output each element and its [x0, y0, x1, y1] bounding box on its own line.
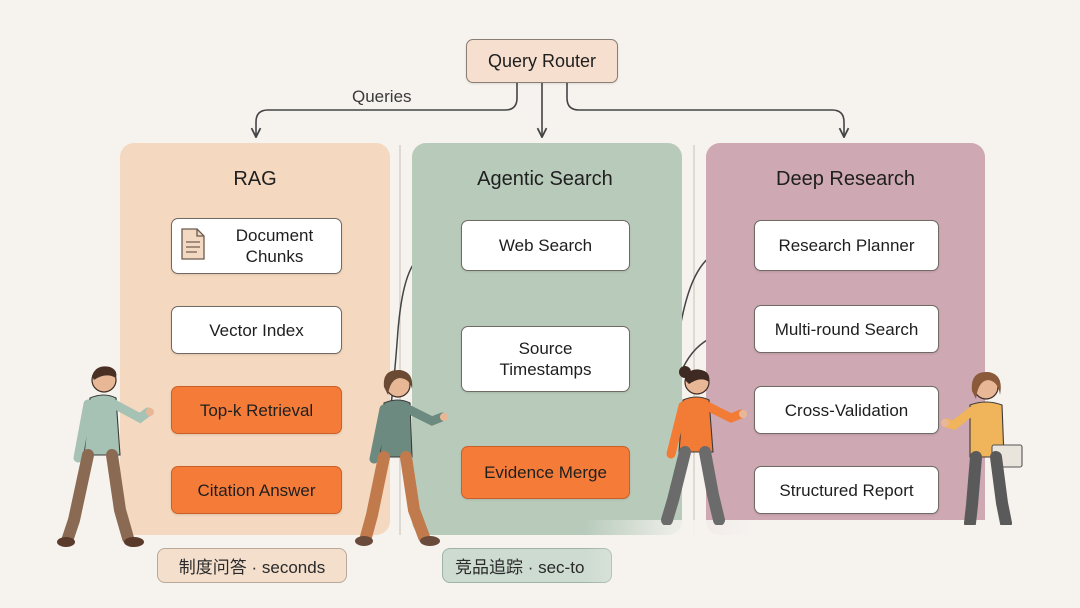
- edge-router-deep: [566, 83, 844, 136]
- person-illustration-3: [661, 366, 747, 525]
- node-document-chunks[interactable]: Document Chunks: [171, 218, 342, 274]
- node-multi-round-search[interactable]: Multi-round Search: [754, 305, 939, 353]
- node-source-timestamps[interactable]: Source Timestamps: [461, 326, 630, 392]
- node-research-planner[interactable]: Research Planner: [754, 220, 939, 271]
- edge-label-queries: Queries: [352, 87, 412, 106]
- person-illustration-4: [941, 371, 1023, 525]
- node-structured-report[interactable]: Structured Report: [754, 466, 939, 514]
- node-topk-retrieval[interactable]: Top-k Retrieval: [171, 386, 342, 434]
- node-cross-validation[interactable]: Cross-Validation: [754, 386, 939, 434]
- column-title-deep: Deep Research: [776, 168, 915, 190]
- document-icon: [181, 228, 205, 260]
- node-document-chunks-label: Document Chunks: [235, 226, 314, 266]
- query-router-node[interactable]: Query Router: [466, 39, 618, 83]
- node-web-search[interactable]: Web Search: [461, 220, 630, 271]
- agentic-usecase-tag: 竞品追踪 · sec-to: [442, 548, 612, 583]
- column-title-rag: RAG: [233, 168, 277, 190]
- node-citation-answer[interactable]: Citation Answer: [171, 466, 342, 514]
- person-illustration-2: [355, 369, 448, 546]
- edge-router-rag: [256, 83, 518, 136]
- rag-usecase-tag: 制度问答 · seconds: [157, 548, 347, 583]
- node-vector-index[interactable]: Vector Index: [171, 306, 342, 354]
- bottom-fade-overlay: [585, 520, 1080, 608]
- node-evidence-merge[interactable]: Evidence Merge: [461, 446, 630, 499]
- person-illustration-1: [57, 366, 154, 547]
- column-title-agentic: Agentic Search: [477, 168, 613, 190]
